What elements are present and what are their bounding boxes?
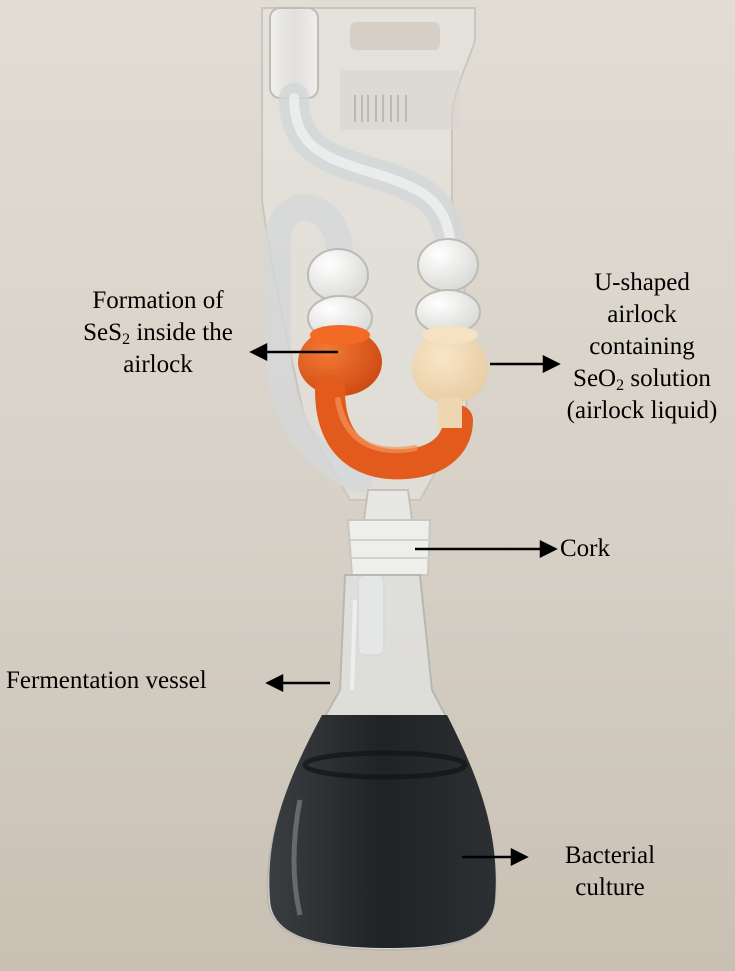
label-culture: Bacterial culture [545, 840, 675, 904]
label-airlock-line1: U-shaped [594, 269, 690, 296]
label-vessel: Fermentation vessel [6, 667, 207, 694]
label-airlock: U-shaped airlock containing SeO2 solutio… [552, 267, 732, 427]
label-formation-line3: airlock [123, 351, 193, 378]
label-culture-line1: Bacterial [564, 842, 656, 869]
label-airlock-line5: (airlock liquid) [566, 397, 718, 424]
label-airlock-line4: SeO2 solution [573, 365, 711, 394]
label-culture-line2: culture [575, 874, 645, 901]
label-airlock-line2: airlock [607, 301, 677, 328]
label-airlock-line3: containing [589, 333, 695, 360]
label-formation: Formation of SeS2 inside the airlock [58, 285, 258, 381]
label-formation-line2: SeS2 inside the [83, 319, 233, 348]
label-formation-line1: Formation of [92, 287, 224, 314]
label-cork: Cork [560, 535, 610, 562]
